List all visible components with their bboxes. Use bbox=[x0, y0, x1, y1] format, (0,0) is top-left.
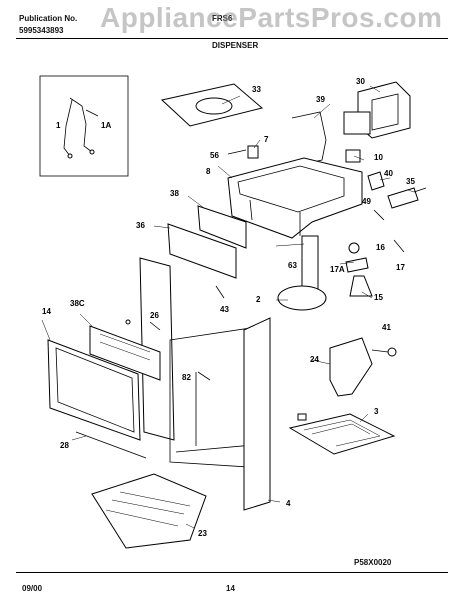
callout-3: 3 bbox=[374, 407, 379, 416]
callout-82: 82 bbox=[182, 373, 191, 382]
callout-10: 10 bbox=[374, 153, 383, 162]
callout-56: 56 bbox=[210, 151, 219, 160]
callout-17a: 17A bbox=[330, 265, 345, 274]
header-rule bbox=[16, 38, 448, 39]
control-board bbox=[89, 325, 161, 381]
screw-26 bbox=[149, 321, 161, 331]
bracket bbox=[291, 111, 327, 167]
callout-24: 24 bbox=[310, 355, 319, 364]
fitting-16 bbox=[348, 242, 360, 254]
chute-2 bbox=[277, 285, 327, 311]
callout-63: 63 bbox=[288, 261, 297, 270]
screw-43 bbox=[215, 285, 225, 299]
callout-17: 17 bbox=[396, 263, 405, 272]
drip-tray bbox=[91, 473, 207, 549]
heater bbox=[288, 413, 396, 455]
footer-date: 09/00 bbox=[22, 584, 43, 593]
footer-rule bbox=[16, 572, 448, 573]
screw bbox=[227, 149, 247, 155]
callout-36: 36 bbox=[136, 221, 145, 230]
callout-7: 7 bbox=[264, 135, 269, 144]
callout-1a: 1A bbox=[101, 121, 111, 130]
panel-36 bbox=[167, 223, 237, 279]
callout-38c: 38C bbox=[70, 299, 85, 308]
switch bbox=[345, 149, 361, 163]
valve-17a bbox=[345, 257, 369, 273]
wire-harness bbox=[63, 97, 99, 157]
part-15 bbox=[349, 275, 373, 297]
vertical-panel-4 bbox=[243, 317, 271, 511]
screw-17 bbox=[393, 239, 405, 253]
callout-30: 30 bbox=[356, 77, 365, 86]
callout-43: 43 bbox=[220, 305, 229, 314]
callout-8: 8 bbox=[206, 167, 211, 176]
solenoid bbox=[367, 171, 385, 191]
callout-15: 15 bbox=[374, 293, 383, 302]
callout-28: 28 bbox=[60, 441, 69, 450]
publication-label: Publication No. bbox=[19, 14, 78, 23]
clip bbox=[247, 145, 259, 159]
callout-39: 39 bbox=[316, 95, 325, 104]
front-bezel bbox=[47, 339, 141, 441]
dispenser-arm bbox=[329, 337, 373, 397]
callout-2: 2 bbox=[256, 295, 261, 304]
callout-4: 4 bbox=[286, 499, 291, 508]
callout-1: 1 bbox=[56, 121, 61, 130]
section-title: DISPENSER bbox=[212, 41, 259, 50]
bottom-rail bbox=[75, 431, 147, 459]
callout-23: 23 bbox=[198, 529, 207, 538]
callout-14: 14 bbox=[42, 307, 51, 316]
callout-35: 35 bbox=[406, 177, 415, 186]
watermark-text: AppliancePartsPros.com bbox=[100, 2, 443, 33]
inset-box bbox=[39, 75, 129, 177]
leader-lines bbox=[41, 85, 415, 529]
support-column bbox=[301, 235, 319, 291]
callout-33: 33 bbox=[252, 85, 261, 94]
page-number: 14 bbox=[226, 584, 235, 593]
callout-16: 16 bbox=[376, 243, 385, 252]
model-number-partial: FRS6 bbox=[212, 14, 233, 23]
callout-40: 40 bbox=[384, 169, 393, 178]
callout-26: 26 bbox=[150, 311, 159, 320]
figure-code: P58X0020 bbox=[354, 558, 392, 567]
callout-49: 49 bbox=[362, 197, 371, 206]
dispenser-housing bbox=[227, 157, 363, 239]
screw-82 bbox=[197, 371, 211, 381]
panel-38 bbox=[197, 205, 247, 249]
callout-labels: 1A 1 33 30 39 7 56 10 8 40 35 38 49 36 1… bbox=[42, 77, 415, 538]
callout-38: 38 bbox=[170, 189, 179, 198]
publication-number: 5995343893 bbox=[19, 26, 64, 35]
callout-41: 41 bbox=[382, 323, 391, 332]
